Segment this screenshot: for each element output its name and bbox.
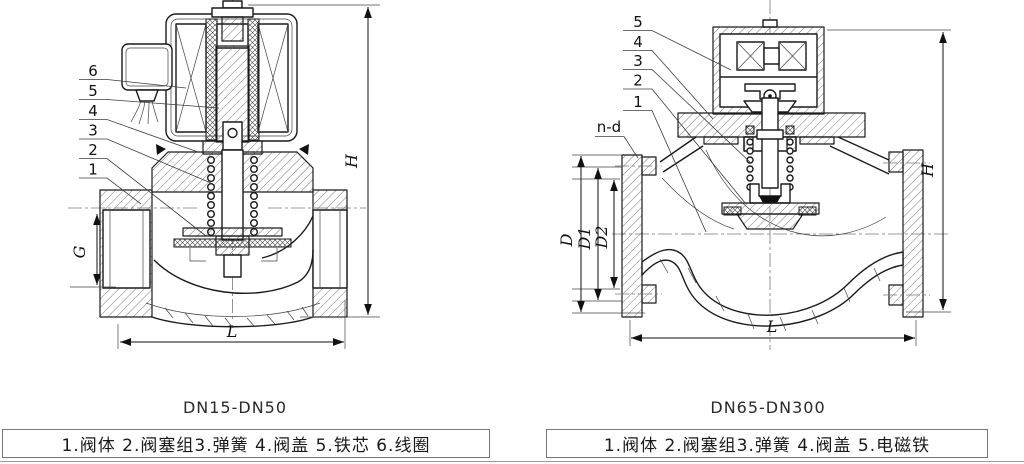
section-mark-left: [156, 144, 166, 155]
left-dim-h: H: [248, 4, 380, 318]
callout-2-plug: 2: [633, 72, 643, 90]
dim-label-d2: D2: [592, 225, 611, 249]
callout-4-bonnet: 4: [633, 33, 643, 51]
callout-n-d: n-d: [597, 118, 621, 136]
callout-6-coil: 6: [88, 62, 98, 80]
callout-1-body: 1: [88, 161, 98, 179]
right-part-callouts: 5 4 3 2 1: [623, 13, 752, 233]
callout-2-plug: 2: [88, 141, 98, 159]
right-bolt-callout: n-d: [595, 118, 639, 159]
callout-5-core: 5: [88, 82, 98, 100]
dim-label-h-left: H: [342, 153, 361, 169]
left-size-range-caption: DN15-DN50: [182, 398, 288, 417]
connector-wires: [130, 100, 159, 125]
left-dim-l: L: [117, 300, 346, 349]
right-parts-legend: 1.阀体 2.阀塞组3.弹簧 4.阀盖 5.电磁铁: [546, 429, 988, 458]
right-valve-drawing: D D1 D2 H L n-d 5: [557, 0, 951, 350]
callout-3-spring: 3: [633, 52, 643, 70]
callout-5-electromagnet: 5: [633, 13, 643, 31]
right-valve-right-flange: [883, 149, 930, 318]
dim-label-g: G: [70, 245, 89, 258]
left-connector-box: [121, 43, 173, 125]
callout-4-bonnet: 4: [88, 102, 98, 120]
right-size-range-caption: DN65-DN300: [710, 398, 826, 417]
dim-label-d1: D1: [575, 226, 594, 250]
bottom-rule: [0, 461, 1024, 462]
dim-label-l-left: L: [226, 322, 238, 341]
right-dim-d-group: D D1 D2: [557, 154, 645, 314]
right-valve-left-flange: [615, 154, 662, 318]
left-part-callouts: 6 5 4 3 2 1: [79, 62, 220, 237]
dim-label-d: D: [557, 233, 576, 247]
right-dim-h: H: [827, 29, 951, 313]
left-parts-legend: 1.阀体 2.阀塞组3.弹簧 4.阀盖 5.铁芯 6.线圈: [2, 429, 490, 458]
dim-label-h-right: H: [918, 162, 937, 178]
left-dim-g: G: [70, 214, 116, 288]
right-dim-l: L: [629, 317, 917, 346]
section-mark-right: [299, 144, 309, 155]
bobbin-left: [205, 18, 218, 141]
right-valve-body: [641, 136, 904, 332]
left-valve-drawing: G H L 6 5 4 3 2 1: [68, 0, 380, 349]
dim-label-l-right: L: [766, 317, 778, 336]
left-plug-assembly: [173, 149, 292, 278]
left-valve-body: [99, 189, 348, 329]
bobbin-right: [247, 18, 260, 141]
callout-1-body: 1: [633, 93, 643, 111]
callout-3-spring: 3: [88, 122, 98, 140]
left-top-bolt: [211, 0, 254, 42]
right-plug-assembly: [721, 97, 820, 230]
